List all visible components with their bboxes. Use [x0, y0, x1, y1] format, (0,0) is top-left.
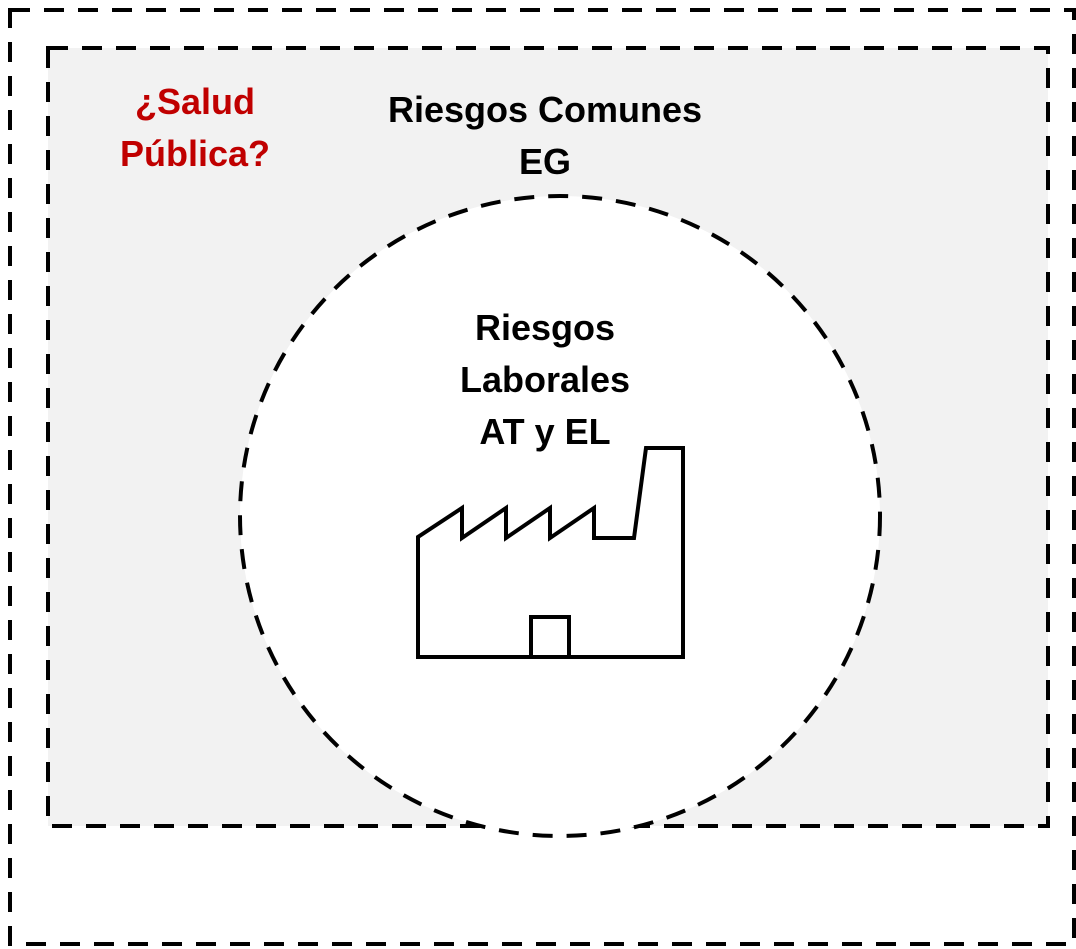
- common-risks-label-line2: EG: [518, 141, 571, 182]
- common-risks-label-line1: Riesgos Comunes: [387, 89, 703, 130]
- public-health-label-line2: Pública?: [119, 133, 271, 174]
- public-health-label: ¿Salud Pública?: [95, 76, 295, 180]
- common-risks-label: Riesgos Comunes EG: [345, 84, 745, 188]
- occupational-risks-label-line1: Riesgos: [474, 307, 616, 348]
- occupational-risks-label-line2: Laborales: [459, 359, 631, 400]
- public-health-label-line1: ¿Salud: [134, 81, 255, 122]
- occupational-risks-label-line3: AT y EL: [479, 411, 611, 452]
- occupational-risks-boundary: [238, 194, 882, 838]
- factory-icon: [416, 446, 685, 659]
- occupational-risks-label: Riesgos Laborales AT y EL: [415, 302, 675, 458]
